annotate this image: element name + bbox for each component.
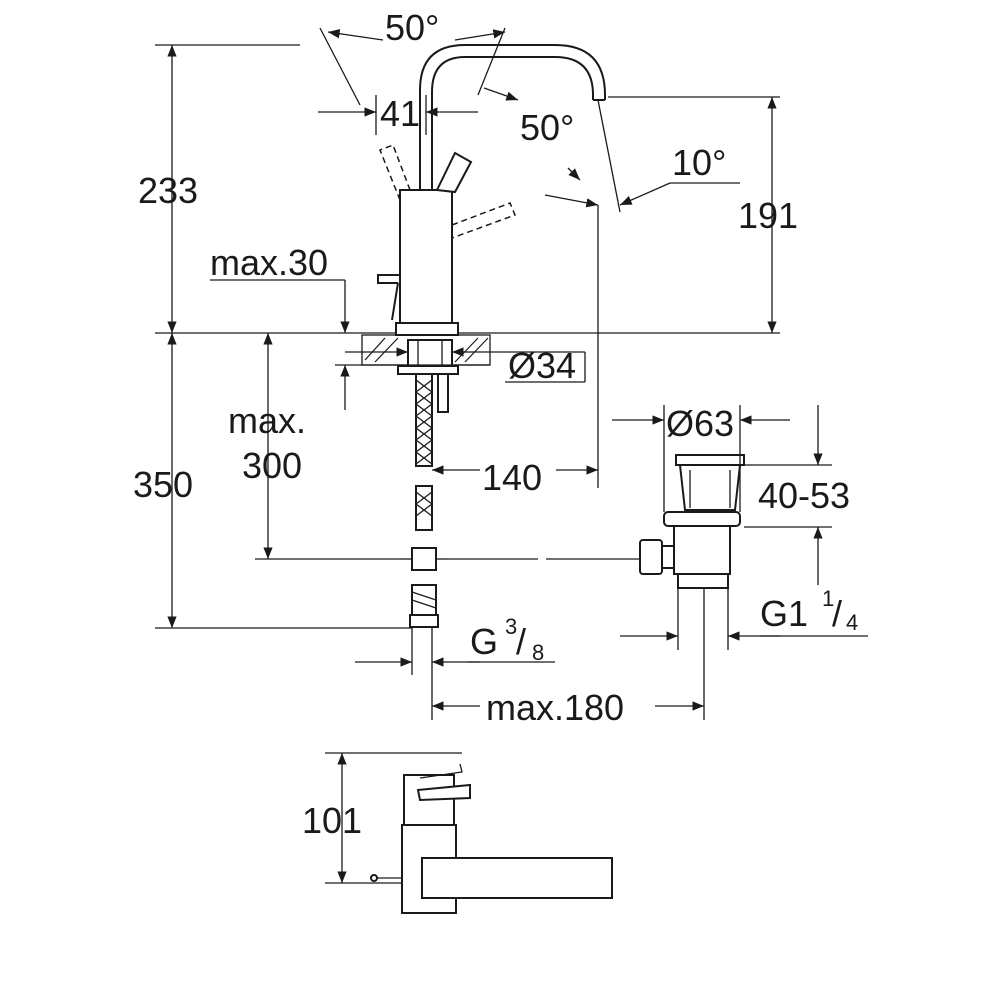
dim-spout-swivel-angle: 50° bbox=[385, 7, 439, 48]
dim-plan-101: 101 bbox=[302, 800, 362, 841]
faucet-body bbox=[377, 44, 606, 336]
dim-height-233: 233 bbox=[138, 170, 198, 211]
dim-tilt-angle: 10° bbox=[672, 142, 726, 183]
dim-max-300: 300 bbox=[242, 445, 302, 486]
plan-view bbox=[325, 752, 613, 914]
dim-thread-g: G bbox=[470, 621, 498, 662]
dim-max-label: max. bbox=[228, 400, 306, 441]
deck-mount bbox=[361, 334, 491, 413]
dim-offset-41: 41 bbox=[380, 93, 420, 134]
dim-hole-dia: Ø34 bbox=[508, 345, 576, 386]
dim-thread-g1: G1 bbox=[760, 593, 808, 634]
dim-thread-g1-slash: / bbox=[832, 593, 842, 634]
waste-fitting bbox=[448, 454, 745, 589]
dim-lever-angle: 50° bbox=[520, 107, 574, 148]
dim-length-350: 350 bbox=[133, 464, 193, 505]
dim-thread-g-den: 8 bbox=[532, 640, 544, 665]
dim-max-deck: max.30 bbox=[210, 242, 328, 283]
dim-max-180: max.180 bbox=[486, 687, 624, 728]
flex-hose bbox=[400, 373, 448, 628]
dim-thread-g-num: 3 bbox=[505, 614, 517, 639]
dim-thread-g-slash: / bbox=[516, 621, 526, 662]
dim-reach-140: 140 bbox=[482, 457, 542, 498]
dim-thread-g1-num: 1 bbox=[822, 586, 834, 611]
dim-height-191: 191 bbox=[738, 195, 798, 236]
dim-waste-dia: Ø63 bbox=[666, 403, 734, 444]
dimension-lines bbox=[155, 27, 868, 720]
dim-thread-g1-den: 4 bbox=[846, 610, 858, 635]
dim-waste-range: 40-53 bbox=[758, 475, 850, 516]
